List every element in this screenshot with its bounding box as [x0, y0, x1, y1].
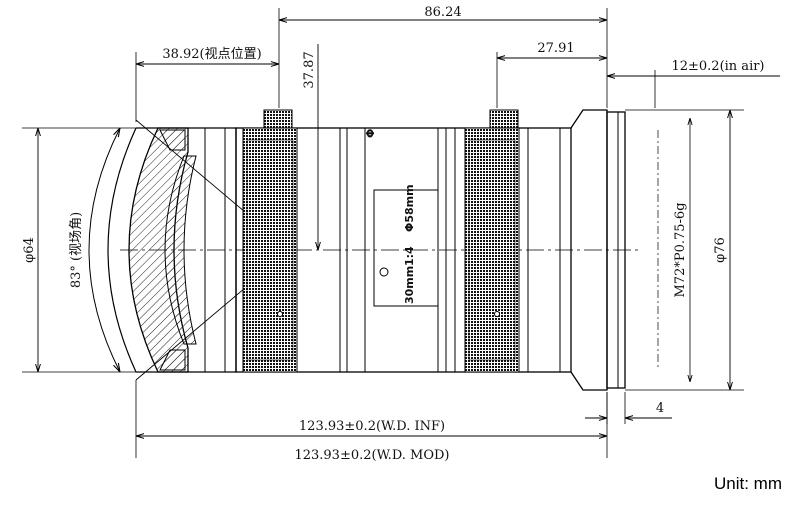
- dim-field-angle: 83° (视场角): [69, 212, 84, 288]
- dim-flange-back: 12±0.2(in air): [671, 59, 764, 74]
- dimension-phi76: φ76: [625, 109, 744, 391]
- retaining-ring-top: [159, 129, 186, 151]
- iris-ring-core: [468, 139, 516, 361]
- dimension-37: 37.87: [302, 44, 318, 250]
- dim-mount-depth: 4: [656, 401, 664, 416]
- dimension-total-mod: 123.93±0.2(W.D. MOD): [294, 448, 449, 463]
- unit-label: Unit: mm: [714, 474, 782, 493]
- dimension-total-inf: 123.93±0.2(W.D. INF): [135, 380, 608, 458]
- dim-view-point: 38.92(视点位置): [162, 47, 261, 62]
- lens-mount: [570, 109, 659, 391]
- dim-front-diameter: φ64: [22, 237, 37, 263]
- iris-screw: [494, 311, 500, 317]
- focus-ring-core: [246, 139, 294, 361]
- lens-markings: 30mm 1:4 Φ58mm: [403, 184, 416, 304]
- marking-aperture: 1:4: [403, 246, 416, 266]
- dim-mount-thread: M72*P0.75-6g: [673, 202, 688, 297]
- front-lens-group: [107, 127, 237, 373]
- mount-thread-body: [606, 111, 626, 389]
- dimension-38: 38.92(视点位置): [135, 47, 279, 122]
- dim-rear-length: 27.91: [537, 41, 574, 56]
- focus-lock-knob: [263, 109, 293, 129]
- barrel-outline: [235, 127, 572, 373]
- marking-focal-length: 30mm: [403, 266, 416, 304]
- dimension-phi64: φ64: [22, 127, 136, 373]
- front-arc: [107, 127, 137, 373]
- label-window: [373, 189, 439, 307]
- view-angle-arc: [88, 128, 120, 372]
- dimension-86: 86.24: [278, 5, 608, 108]
- focus-screw: [277, 311, 283, 317]
- marking-diameter: Φ58mm: [403, 184, 416, 232]
- lens-barrel: [235, 109, 572, 373]
- iris-lock-knob: [489, 109, 519, 129]
- dim-length-mod: 123.93±0.2(W.D. MOD): [294, 448, 449, 463]
- marking-top-fragment: Φ: [364, 129, 377, 138]
- dimension-27: 27.91: [496, 41, 607, 108]
- dim-total-length-top: 86.24: [424, 5, 461, 20]
- dimension-flange: 12±0.2(in air): [607, 59, 780, 108]
- second-element-section: [164, 155, 197, 345]
- index-dot: [379, 267, 389, 277]
- dim-rear-diameter: φ76: [713, 237, 728, 263]
- retaining-ring-bottom: [159, 349, 186, 371]
- dim-knob-offset: 37.87: [302, 51, 317, 88]
- dimension-4: 4: [585, 392, 672, 424]
- dim-length-inf: 123.93±0.2(W.D. INF): [299, 419, 445, 434]
